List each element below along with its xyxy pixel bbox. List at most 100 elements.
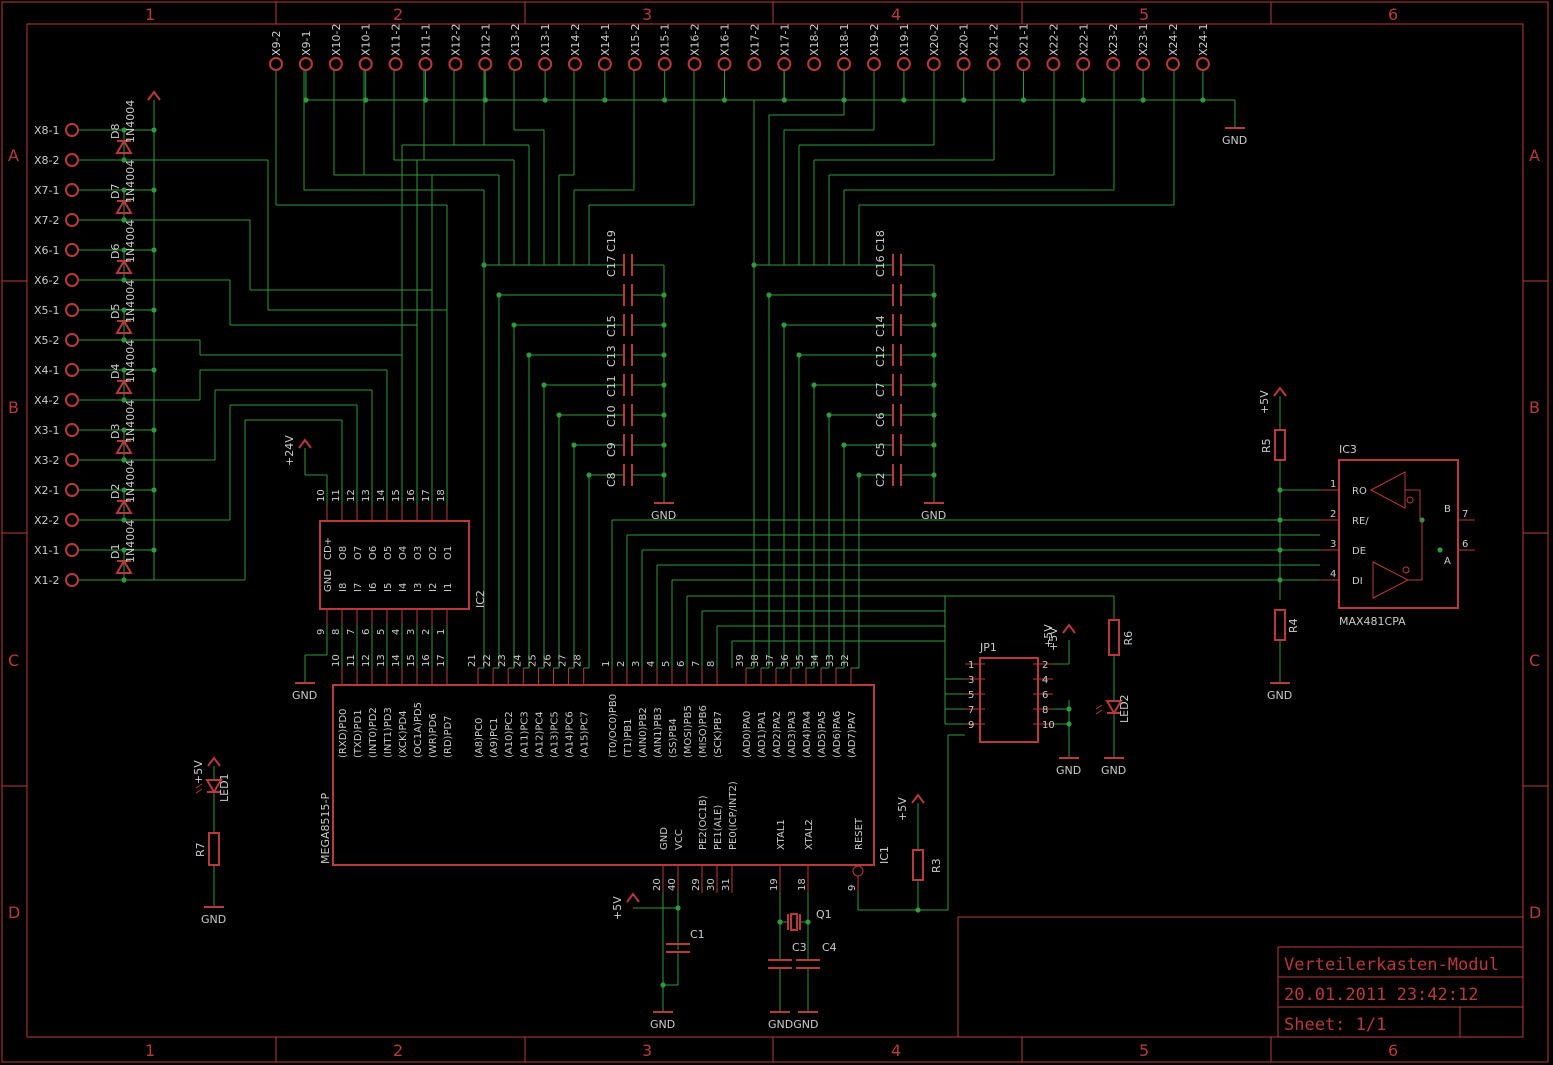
connector-label: X23-1 (1137, 23, 1150, 56)
ic1-pin-signal: (SS)PB4 (668, 718, 679, 758)
capacitor-name: C17 C19 (605, 230, 618, 277)
ic2-pin-number: 10 (316, 489, 327, 502)
connector-pad (418, 57, 433, 71)
ic1-pin-number: 12 (361, 654, 372, 667)
junction-dot (662, 97, 668, 103)
connector-label: X20-1 (958, 23, 971, 56)
ic3-pin-number: 1 (1330, 479, 1336, 490)
connector-pad (65, 273, 79, 287)
connector-pad (597, 57, 612, 71)
diode-part: 1N4004 (124, 160, 137, 203)
capacitor-name: C7 (874, 382, 887, 397)
connector-label: X11-2 (390, 23, 403, 56)
capacitor-name: C1 (690, 928, 705, 941)
diode-part: 1N4004 (124, 100, 137, 143)
ic3-name-label: IC3 (1339, 443, 1357, 456)
connector-pad (1046, 57, 1061, 71)
junction-dot (151, 187, 157, 193)
ic1-pin-number: 38 (750, 654, 761, 667)
ic2-pin-signal: I8 (338, 583, 349, 592)
connector-label: X2-1 (34, 484, 60, 497)
ic3-pin-signal: B (1444, 504, 1451, 515)
ic1-pin-signal: (MOSI)PB5 (683, 705, 694, 758)
connector-pad (328, 57, 343, 71)
gnd-label: GND (1056, 764, 1081, 777)
datetime-text: 20.01.2011 23:42:12 (1284, 985, 1478, 1005)
ic1-pin-signal: PE1(ALE) (713, 805, 724, 850)
ic1-pin-signal: (MISO)PB6 (698, 705, 709, 758)
ic1-pin-number: 29 (691, 878, 702, 891)
resistor-name: R3 (930, 858, 943, 873)
junction-dot (1200, 97, 1206, 103)
reset-inversion-bubble (852, 865, 864, 877)
connector-label: X19-2 (868, 23, 881, 56)
connector-pad (65, 393, 79, 407)
jp1-pin-number: 1 (968, 660, 974, 671)
led-name: LED1 (218, 773, 231, 802)
diode-body (115, 559, 133, 574)
connector-pad (717, 57, 732, 71)
ic1-pin-number: 13 (376, 654, 387, 667)
connector-pad (657, 57, 672, 71)
connector-label: X24-2 (1167, 23, 1180, 56)
connector-pad (1106, 57, 1121, 71)
supply-arrow (147, 90, 161, 101)
ic2-pin-number: 13 (361, 489, 372, 502)
zone-label-bottom: 6 (1388, 1041, 1398, 1060)
supply-arrow (298, 438, 312, 449)
connector-label: X17-1 (778, 23, 791, 56)
ic3-pin-signal: DI (1352, 576, 1363, 587)
ic2-pin-signal: I4 (398, 583, 409, 592)
connector-pad (65, 483, 79, 497)
connector-pad (65, 303, 79, 317)
supply-label: +5V (1042, 624, 1055, 648)
ic2-pin-number: 15 (391, 489, 402, 502)
junction-dot (151, 367, 157, 373)
diode-body (115, 199, 133, 214)
led-arrows (1095, 704, 1103, 715)
zone-label-bottom: 2 (393, 1041, 403, 1060)
connector-label: X20-2 (928, 23, 941, 56)
supply-label: +5V (611, 896, 624, 920)
ic1-pin-number: 6 (676, 661, 687, 667)
ic1-part-label: MEGA8515-P (319, 793, 332, 864)
ic1-pin-signal: (TXD)PD1 (353, 709, 364, 758)
ic1-pin-signal: GND (659, 827, 670, 850)
capacitor-name: C13 (605, 345, 618, 367)
ic1-pin-signal: (A15)PC7 (580, 711, 591, 758)
ic1-pin-number: 17 (436, 654, 447, 667)
supply-label: +5V (1258, 390, 1271, 414)
connector-pad (1195, 57, 1210, 71)
capacitor-name: C2 (874, 472, 887, 487)
connector-label: X10-2 (330, 23, 343, 56)
ic1-pin-number: 1 (601, 661, 612, 667)
connector-label: X12-1 (479, 23, 492, 56)
connector-label: X15-2 (629, 23, 642, 56)
connector-label: X13-1 (539, 23, 552, 56)
ic1-pin-signal: (XCK)PD4 (398, 710, 409, 758)
connector-pad (807, 57, 822, 71)
jp1-pin-number: 9 (968, 720, 974, 731)
capacitor-name: C16 C18 (874, 230, 887, 277)
ic1-pin-number: 34 (810, 654, 821, 667)
connector-label: X21-1 (1018, 23, 1031, 56)
junction-dot (901, 97, 907, 103)
ic1-pin-number: 33 (825, 654, 836, 667)
crystal-name: Q1 (816, 908, 832, 921)
supply-arrow (1273, 386, 1287, 397)
supply-arrow (911, 793, 925, 804)
junction-dot (121, 397, 127, 403)
diode-name: D7 (109, 184, 122, 199)
gnd-label: GNDGND (768, 1018, 818, 1031)
diode-name: D4 (109, 364, 122, 379)
ic3-pin-signal: RO (1352, 486, 1367, 497)
junction-dot (151, 487, 157, 493)
gnd-label: GND (292, 689, 317, 702)
ic3-pin-number: 3 (1330, 539, 1336, 550)
junction-dot (121, 427, 127, 433)
jp1-pin-number: 4 (1042, 675, 1048, 686)
junction-dot (1066, 706, 1072, 712)
ic1-pin-signal: (AD0)PA0 (742, 711, 753, 758)
ic3-pin-number: 6 (1462, 539, 1468, 550)
connector-pad (65, 153, 79, 167)
